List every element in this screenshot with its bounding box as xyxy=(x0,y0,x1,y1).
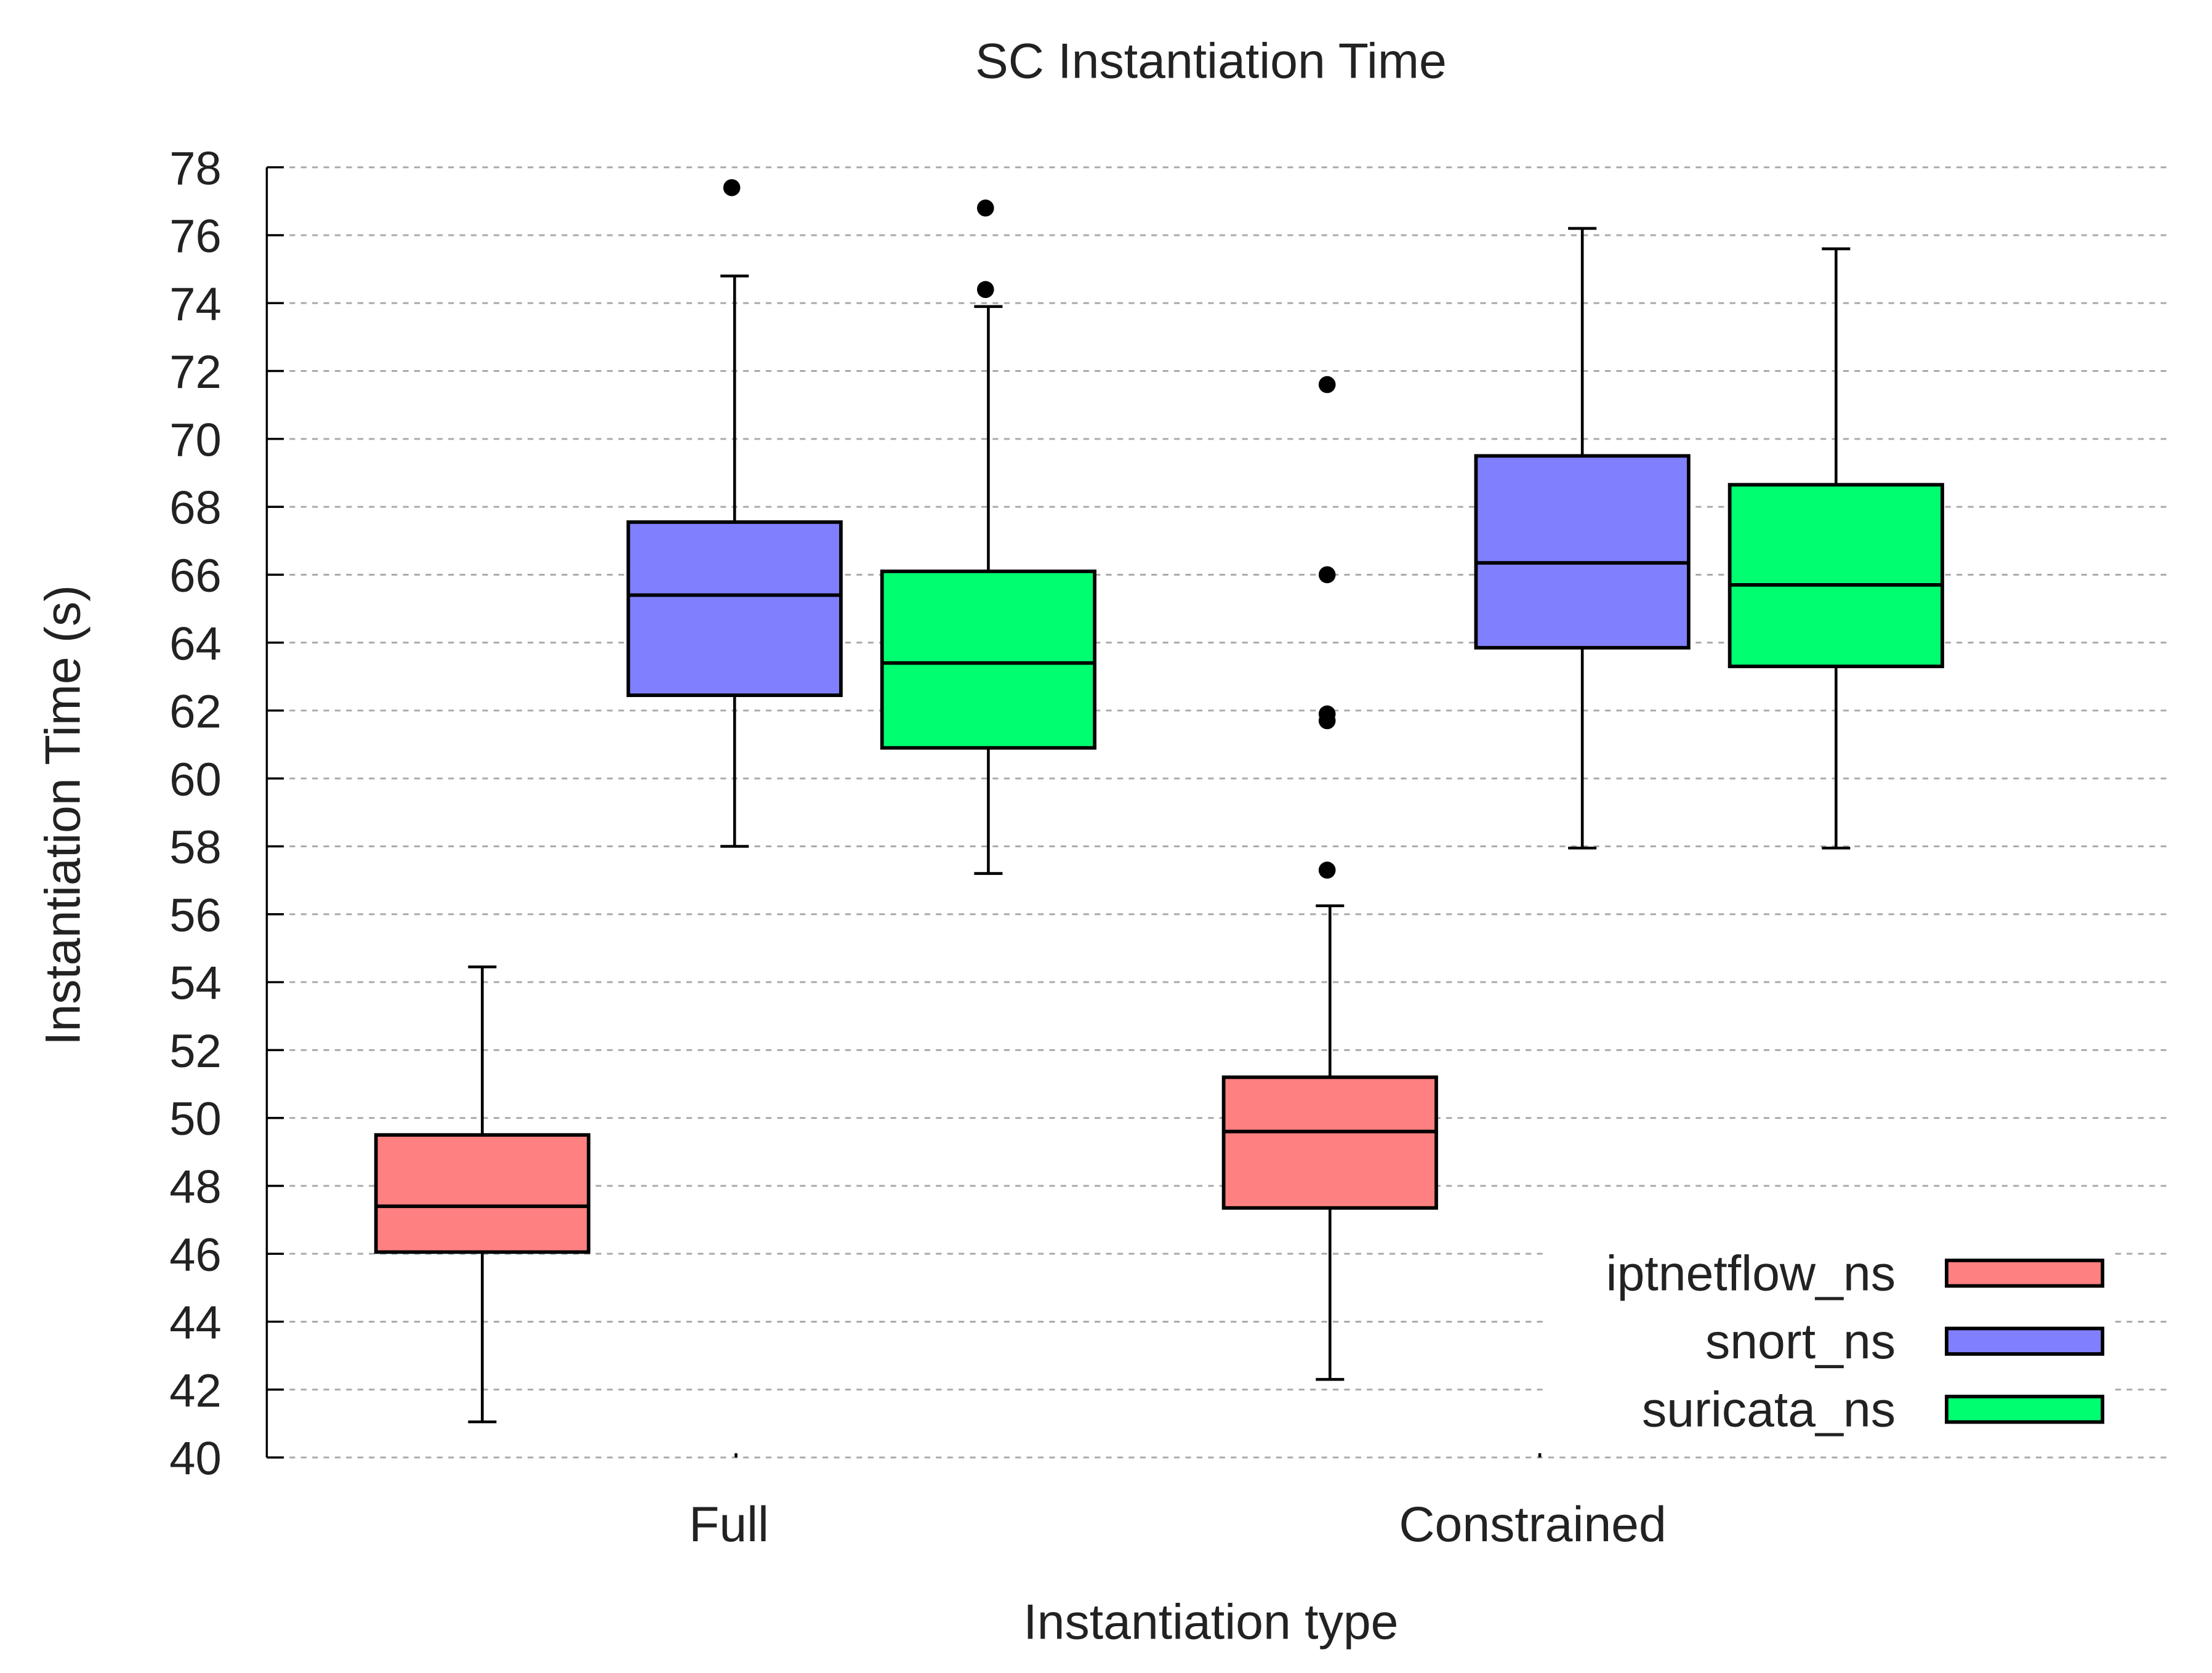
box-suricata_ns xyxy=(880,569,1096,750)
y-tick-label: 48 xyxy=(169,1161,222,1214)
legend-swatch xyxy=(1945,1326,2105,1356)
y-tick-label: 46 xyxy=(169,1229,222,1281)
legend-label: iptnetflow_ns xyxy=(1606,1246,1896,1301)
y-tick-label: 74 xyxy=(169,278,222,331)
box-snort_ns xyxy=(1474,454,1691,650)
y-tick-label: 68 xyxy=(169,482,222,534)
y-tick-label: 52 xyxy=(169,1025,222,1078)
y-tick-label: 66 xyxy=(169,550,222,602)
outlier-point xyxy=(1318,861,1336,879)
y-tick-label: 44 xyxy=(169,1297,222,1349)
y-tick-label: 54 xyxy=(169,957,222,1010)
x-tick-label: Constrained xyxy=(1399,1497,1667,1552)
legend-swatch xyxy=(1945,1395,2105,1424)
outlier-point xyxy=(976,200,994,217)
y-tick-label: 76 xyxy=(169,211,222,263)
y-tick-label: 50 xyxy=(169,1093,222,1145)
outlier-point xyxy=(1318,376,1336,393)
outlier-point xyxy=(1318,705,1336,723)
y-tick-label: 62 xyxy=(169,686,222,738)
y-tick-label: 56 xyxy=(169,889,222,941)
box-suricata_ns xyxy=(1727,483,1944,669)
y-tick-label: 60 xyxy=(169,754,222,806)
y-tick-label: 70 xyxy=(169,414,222,466)
box-iptnetflow_ns xyxy=(1221,1075,1438,1210)
x-tick-label: Full xyxy=(689,1497,769,1552)
legend-swatch xyxy=(1945,1259,2105,1288)
legend-label: suricata_ns xyxy=(1642,1382,1896,1437)
y-tick-label: 40 xyxy=(169,1433,222,1485)
legend-label: snort_ns xyxy=(1705,1314,1896,1369)
outlier-point xyxy=(723,179,741,196)
box-snort_ns xyxy=(626,520,843,698)
y-tick-label: 78 xyxy=(169,142,222,195)
outlier-point xyxy=(1318,566,1336,584)
y-tick-label: 58 xyxy=(169,821,222,874)
y-tick-label: 42 xyxy=(169,1365,222,1417)
box-iptnetflow_ns xyxy=(374,1133,590,1254)
y-axis-label: Instantiation Time (s) xyxy=(35,585,90,1046)
outlier-point xyxy=(976,281,994,299)
x-axis-label: Instantiation type xyxy=(1023,1595,1398,1650)
chart-title: SC Instantiation Time xyxy=(975,34,1447,89)
y-tick-label: 72 xyxy=(169,346,222,398)
y-tick-label: 64 xyxy=(169,618,222,670)
